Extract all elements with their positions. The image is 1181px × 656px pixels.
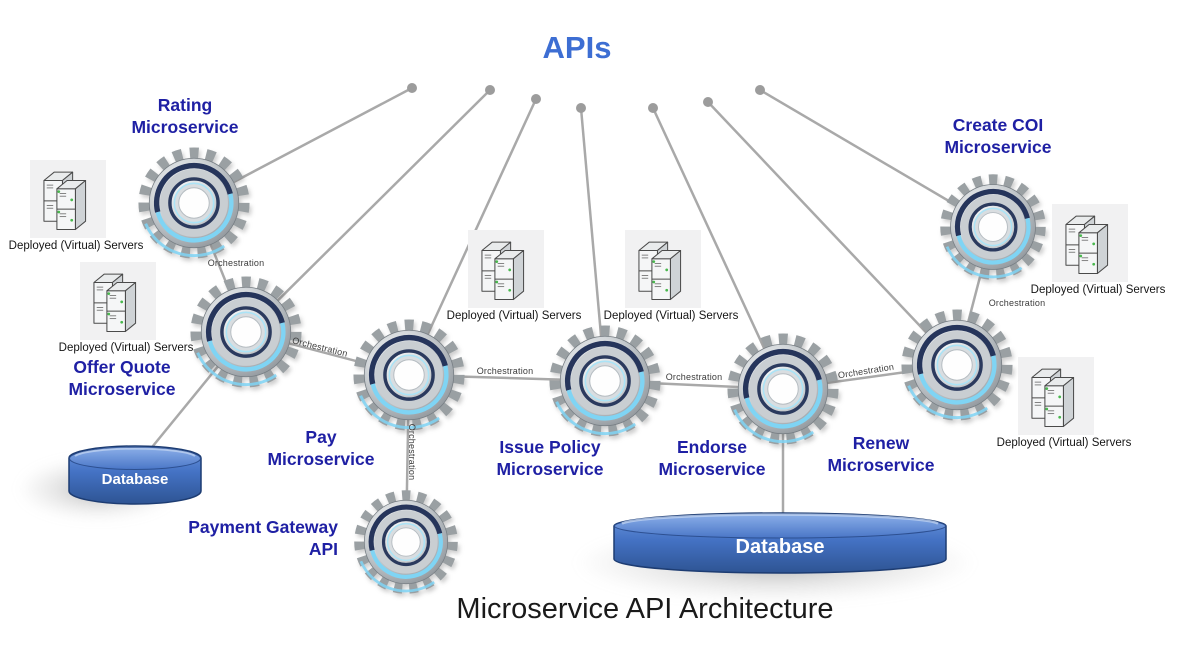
servers-icon [1018, 357, 1094, 435]
database-bottom-label: Database [735, 535, 825, 558]
label-line: Offer Quote [73, 357, 171, 377]
label-endorse-microservice: Endorse Microservice [622, 436, 802, 480]
orchestration-label: Orchestration [476, 366, 534, 376]
orchestration-label: Orchestration [665, 372, 723, 382]
label-rating-microservice: Rating Microservice [95, 94, 275, 138]
label-offer-quote-microservice: Offer Quote Microservice [32, 356, 212, 400]
servers-icon [1052, 204, 1128, 282]
label-line: Microservice [944, 137, 1052, 157]
label-renew-microservice: Renew Microservice [791, 432, 971, 476]
servers-icon [30, 160, 106, 238]
label-line: Create COI [952, 115, 1044, 135]
label-line: Microservice [68, 379, 176, 399]
label-line: Issue Policy [499, 437, 601, 457]
servers-icon [80, 262, 156, 340]
servers-unit-pay: Deployed (Virtual) Servers [447, 230, 581, 322]
gear-icon-endorse [724, 330, 842, 448]
servers-unit-offer-quote: Deployed (Virtual) Servers [59, 262, 193, 354]
label-line: Pay [305, 427, 337, 447]
label-create-coi-microservice: Create COI Microservice [908, 114, 1088, 158]
diagram-caption: Microservice API Architecture [456, 593, 834, 625]
label-issue-policy-microservice: Issue Policy Microservice [460, 436, 640, 480]
apis-title: APIs [542, 30, 612, 65]
servers-icon [625, 230, 701, 308]
database-left-label: Database [101, 470, 169, 488]
servers-unit-rating: Deployed (Virtual) Servers [9, 160, 143, 252]
servers-caption: Deployed (Virtual) Servers [8, 240, 144, 252]
gear-icon-create-coi [937, 171, 1049, 283]
label-line: Microservice [267, 449, 375, 469]
gear-icon-payment-gateway [351, 487, 461, 597]
servers-caption: Deployed (Virtual) Servers [603, 310, 739, 322]
database-left: Database [68, 445, 202, 505]
orchestration-label: Orchestration [988, 298, 1046, 308]
label-line: Rating [157, 95, 213, 115]
gear-icon-issue-policy [546, 322, 664, 440]
servers-caption: Deployed (Virtual) Servers [996, 437, 1132, 449]
label-line: Microservice [658, 459, 766, 479]
servers-icon [468, 230, 544, 308]
orchestration-label: Orchestration [207, 258, 265, 268]
label-line: Microservice [827, 455, 935, 475]
servers-unit-issue-policy: Deployed (Virtual) Servers [604, 230, 738, 322]
label-pay-microservice: Pay Microservice [231, 426, 411, 470]
label-line: Renew [852, 433, 910, 453]
label-line: Payment Gateway [188, 517, 338, 537]
label-payment-gateway-api: Payment Gateway API [148, 516, 338, 560]
api-endpoint-dots [407, 83, 765, 113]
orchestration-label: Orchestration [407, 423, 417, 481]
servers-unit-create-coi: Deployed (Virtual) Servers [1031, 204, 1165, 296]
servers-unit-renew: Deployed (Virtual) Servers [997, 357, 1131, 449]
label-line: Microservice [131, 117, 239, 137]
servers-caption: Deployed (Virtual) Servers [1030, 284, 1166, 296]
database-bottom: Database [613, 512, 947, 574]
servers-caption: Deployed (Virtual) Servers [446, 310, 582, 322]
label-line: Microservice [496, 459, 604, 479]
gear-icon-rating [135, 144, 253, 262]
servers-caption: Deployed (Virtual) Servers [58, 342, 194, 354]
gear-icon-renew [898, 306, 1016, 424]
label-line: API [308, 539, 338, 559]
label-line: Endorse [676, 437, 748, 457]
